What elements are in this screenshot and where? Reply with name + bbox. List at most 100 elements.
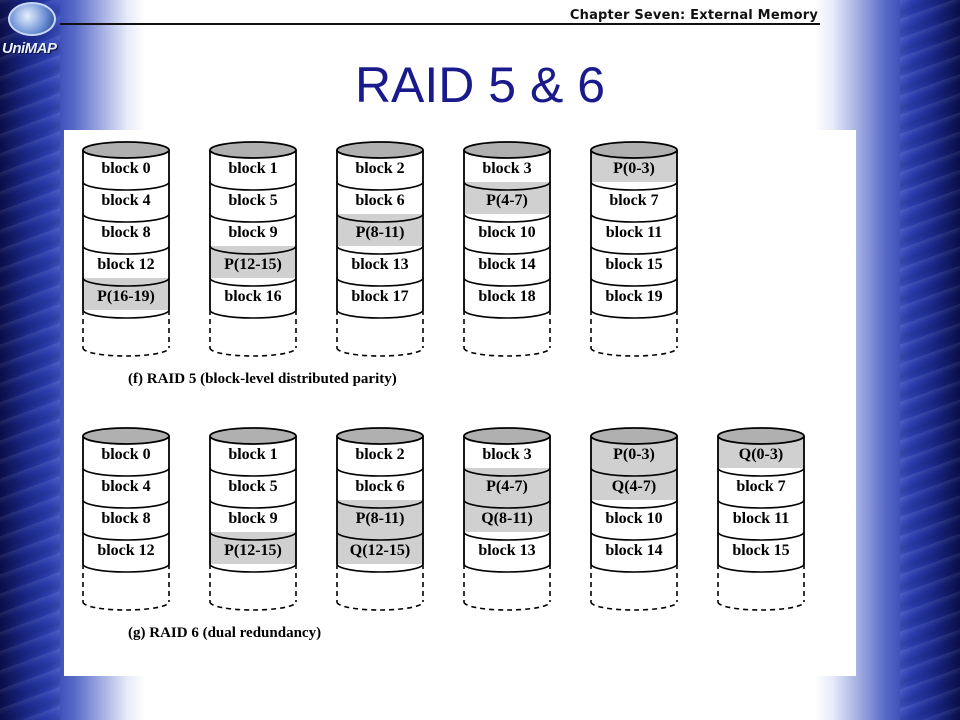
left-marble-texture bbox=[0, 0, 60, 720]
raid6-disk-top bbox=[336, 427, 424, 445]
raid5-disk-dash-bottom bbox=[209, 347, 297, 357]
raid6-disk-row-separator bbox=[82, 531, 170, 541]
raid5-disk-row-separator bbox=[82, 277, 170, 287]
raid5-block-label: block 11 bbox=[606, 224, 662, 241]
raid6-block-label: block 4 bbox=[101, 478, 150, 495]
raid5-disk-row-separator bbox=[590, 245, 678, 255]
raid5-disk-row-separator bbox=[209, 309, 297, 319]
raid5-block-label: block 12 bbox=[97, 256, 154, 273]
raid5-block-label: P(0-3) bbox=[613, 160, 655, 177]
raid6-block-label: block 5 bbox=[228, 478, 277, 495]
raid6-disk-row-separator bbox=[590, 499, 678, 509]
raid6-block-label: block 13 bbox=[478, 542, 535, 559]
raid6-disk-row-separator bbox=[463, 531, 551, 541]
raid6-block-label: block 12 bbox=[97, 542, 154, 559]
raid6-block-label: block 8 bbox=[101, 510, 150, 527]
raid6-block-label: block 2 bbox=[355, 446, 404, 463]
raid5-block-label: block 0 bbox=[101, 160, 150, 177]
raid5-disk-dash-bottom bbox=[463, 347, 551, 357]
raid6-disk-row-separator bbox=[82, 467, 170, 477]
raid6-disk-row-separator bbox=[717, 531, 805, 541]
raid6-disk-row-separator bbox=[209, 467, 297, 477]
raid6-block-label: block 10 bbox=[605, 510, 662, 527]
raid6-disk-row-separator bbox=[590, 467, 678, 477]
raid6-block-label: block 1 bbox=[228, 446, 277, 463]
raid6-disk-row-separator bbox=[463, 467, 551, 477]
raid5-block-label: block 18 bbox=[478, 288, 535, 305]
raid5-block-label: block 7 bbox=[609, 192, 658, 209]
raid5-disk-top bbox=[336, 141, 424, 159]
raid6-disk-row-separator bbox=[717, 499, 805, 509]
raid5-disk-row-separator bbox=[463, 309, 551, 319]
raid5-disk-row-separator bbox=[463, 245, 551, 255]
raid6-block-label: block 15 bbox=[732, 542, 789, 559]
raid5-disk-row-separator bbox=[336, 309, 424, 319]
raid6-block-label: P(4-7) bbox=[486, 478, 528, 495]
raid5-block-label: block 9 bbox=[228, 224, 277, 241]
raid6-disk-row-separator bbox=[82, 499, 170, 509]
raid6-block-label: P(8-11) bbox=[356, 510, 405, 527]
raid5-disk-row-separator bbox=[209, 245, 297, 255]
raid6-disk-row-separator bbox=[82, 563, 170, 573]
raid6-block-label: block 3 bbox=[482, 446, 531, 463]
raid6-disk-dash-bottom bbox=[717, 601, 805, 611]
raid6-disk-dash-bottom bbox=[463, 601, 551, 611]
raid5-disk-row-separator bbox=[209, 213, 297, 223]
raid5-block-label: block 2 bbox=[355, 160, 404, 177]
raid6-block-label: P(12-15) bbox=[224, 542, 282, 559]
raid5-block-label: block 3 bbox=[482, 160, 531, 177]
raid6-block-label: Q(0-3) bbox=[739, 446, 783, 463]
raid6-disk-row-separator bbox=[463, 499, 551, 509]
raid5-disk-row-separator bbox=[590, 181, 678, 191]
raid5-disk-row-separator bbox=[336, 277, 424, 287]
raid5-disk-top bbox=[590, 141, 678, 159]
raid6-disk-dash-bottom bbox=[209, 601, 297, 611]
raid5-disk-row-separator bbox=[209, 277, 297, 287]
raid5-block-label: block 5 bbox=[228, 192, 277, 209]
raid5-disk-dash-bottom bbox=[82, 347, 170, 357]
raid6-disk-row-separator bbox=[336, 467, 424, 477]
raid6-disk-row-separator bbox=[209, 499, 297, 509]
raid5-disk-row-separator bbox=[82, 181, 170, 191]
raid6-disk-row-separator bbox=[590, 531, 678, 541]
raid6-disk-top bbox=[717, 427, 805, 445]
raid5-disk-top bbox=[463, 141, 551, 159]
raid5-disk-row-separator bbox=[82, 245, 170, 255]
raid5-block-label: block 4 bbox=[101, 192, 150, 209]
raid5-block-label: block 17 bbox=[351, 288, 408, 305]
raid6-disk-row-separator bbox=[717, 467, 805, 477]
raid6-disk-row-separator bbox=[336, 563, 424, 573]
raid6-disk-top bbox=[209, 427, 297, 445]
raid6-disk-top bbox=[82, 427, 170, 445]
raid5-block-label: block 6 bbox=[355, 192, 404, 209]
raid5-disk-row-separator bbox=[590, 277, 678, 287]
logo-text: UniMAP bbox=[2, 40, 57, 57]
raid6-disk-top bbox=[590, 427, 678, 445]
raid6-block-label: block 7 bbox=[736, 478, 785, 495]
raid5-block-label: P(8-11) bbox=[356, 224, 405, 241]
globe-icon bbox=[8, 2, 56, 36]
raid5-caption: (f) RAID 5 (block-level distributed pari… bbox=[128, 371, 397, 387]
right-marble-texture bbox=[900, 0, 960, 720]
raid6-block-label: Q(4-7) bbox=[612, 478, 656, 495]
raid5-block-label: P(16-19) bbox=[97, 288, 155, 305]
raid5-block-label: block 10 bbox=[478, 224, 535, 241]
raid6-block-label: block 14 bbox=[605, 542, 662, 559]
raid6-disk-dash-bottom bbox=[82, 601, 170, 611]
chapter-heading: Chapter Seven: External Memory bbox=[569, 8, 818, 23]
raid5-block-label: block 15 bbox=[605, 256, 662, 273]
raid6-disk-dash-bottom bbox=[336, 601, 424, 611]
raid5-disk-row-separator bbox=[336, 213, 424, 223]
raid5-disk-row-separator bbox=[336, 181, 424, 191]
raid5-disk-row-separator bbox=[82, 309, 170, 319]
raid5-block-label: P(4-7) bbox=[486, 192, 528, 209]
raid5-disk-row-separator bbox=[82, 213, 170, 223]
raid6-disk-row-separator bbox=[336, 531, 424, 541]
raid6-disk-row-separator bbox=[590, 563, 678, 573]
raid-diagram: block 0 block 4 block 8 block 12 P(16-19) blo… bbox=[82, 141, 805, 641]
raid5-disk-row-separator bbox=[463, 277, 551, 287]
raid5-block-label: P(12-15) bbox=[224, 256, 282, 273]
raid5-disk-dash-bottom bbox=[336, 347, 424, 357]
raid5-block-label: block 1 bbox=[228, 160, 277, 177]
raid6-disk-top bbox=[463, 427, 551, 445]
